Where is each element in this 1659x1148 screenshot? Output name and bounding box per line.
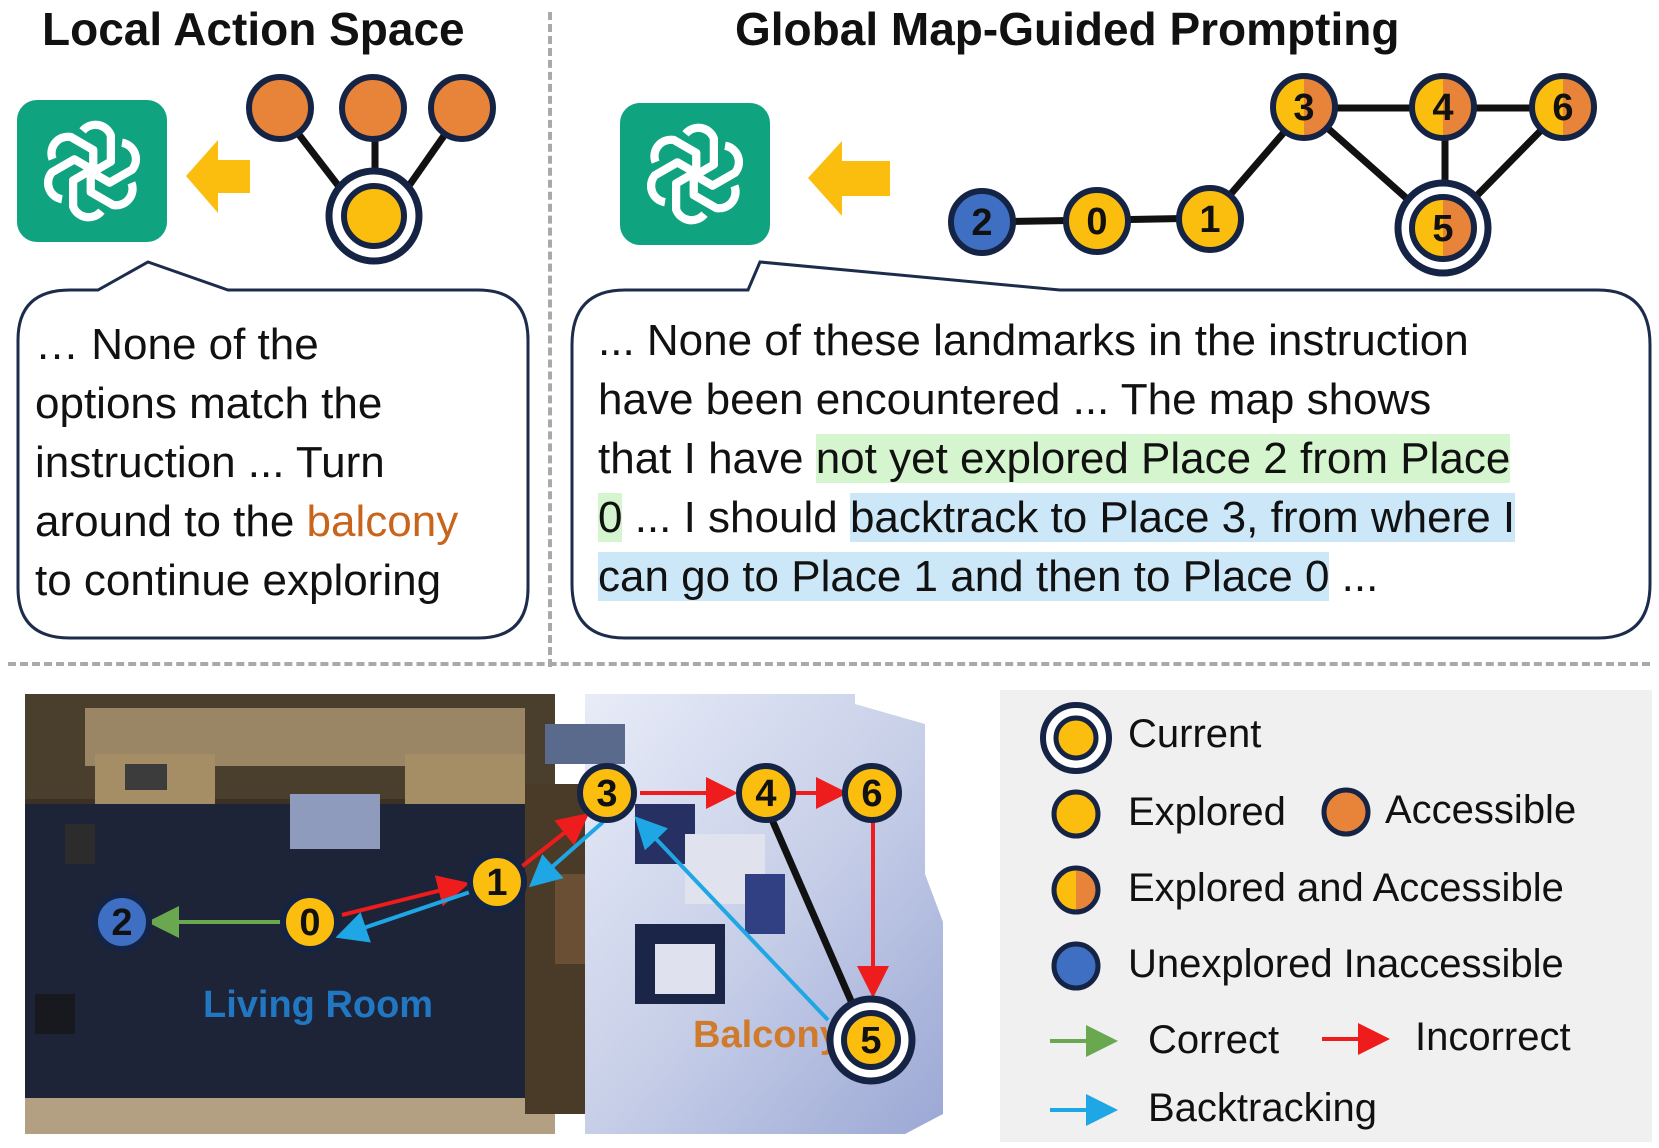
green-highlight: not yet explored Place 2 from Place (815, 434, 1511, 483)
current-node (325, 167, 423, 265)
global-graph-node-label: 0 (1086, 201, 1107, 243)
chatgpt-logo-right (620, 103, 770, 245)
scene-graph-node-label: 4 (755, 773, 776, 815)
scene-graph-node-label: 0 (299, 902, 320, 944)
right-bubble-line: 0 ... I should backtrack to Place 3, fro… (598, 488, 1516, 547)
scene-graph-node: 4 (736, 763, 796, 823)
legend-backtracking-label: Backtracking (1148, 1086, 1377, 1130)
scene-graph-node-label: 6 (861, 773, 882, 815)
scene-graph-node: 5 (826, 995, 916, 1085)
yellow-arrow-left-icon (186, 140, 250, 213)
backtracking-arrow (335, 890, 471, 943)
legend-correct-label: Correct (1148, 1018, 1280, 1062)
accessible-node (339, 74, 407, 142)
explored-edge (766, 813, 859, 1012)
legend-incorrect-label: Incorrect (1415, 1015, 1571, 1059)
global-graph-node: 6 (1529, 73, 1597, 141)
scene-graph-node-label: 3 (596, 773, 617, 815)
legend-accessible-icon (1321, 787, 1371, 837)
left-bubble-line: instruction ... Turn (35, 438, 385, 487)
global-graph-node: 3 (1270, 73, 1338, 141)
legend: Current Explored Accessible Explored and… (1000, 690, 1652, 1142)
global-graph-node-label: 2 (971, 202, 992, 244)
left-bubble-text: … None of the options match the instruct… (35, 315, 458, 610)
legend-accessible-label: Accessible (1385, 788, 1577, 832)
legend-symbols (1040, 702, 1390, 1126)
scene-graph-node-label: 2 (111, 902, 132, 944)
horizontal-divider (8, 662, 1650, 666)
accessible-node (428, 74, 496, 142)
incorrect-arrow (341, 875, 470, 917)
left-speech-bubble (16, 260, 530, 640)
global-graph-node-label: 5 (1432, 208, 1453, 250)
scene-graph-nodes: 2 0 1 3 4 6 5 (92, 763, 916, 1085)
global-graph-node-label: 6 (1552, 87, 1573, 129)
global-graph-node: 2 (948, 188, 1016, 256)
global-graph-node: 4 (1409, 73, 1477, 141)
global-graph-node-label: 4 (1432, 87, 1453, 129)
blue-highlight: backtrack to Place 3, from where I (849, 493, 1516, 542)
global-graph-nodes: 2 0 1 3 4 6 5 (948, 73, 1597, 277)
global-graph-node: 0 (1063, 187, 1131, 255)
legend-explored-accessible-icon (1051, 865, 1101, 915)
backtracking-arrow (634, 816, 830, 1022)
chatgpt-logo-left (17, 100, 167, 242)
green-highlight: 0 (598, 493, 623, 542)
global-graph-node: 5 (1394, 179, 1492, 277)
scene-graph-node: 6 (842, 763, 902, 823)
right-bubble-line4-mid: ... I should (622, 493, 850, 542)
right-bubble-line: can go to Place 1 and then to Place 0 ..… (598, 547, 1515, 606)
right-bubble-line: ... None of these landmarks in the instr… (598, 316, 1469, 365)
scene-graph-node-label: 1 (486, 862, 507, 904)
legend-unexplored-label: Unexplored Inaccessible (1128, 942, 1564, 986)
chatgpt-icon (646, 123, 744, 225)
right-bubble-line: have been encountered ... The map shows (598, 375, 1432, 424)
legend-unexplored-icon (1051, 941, 1101, 991)
global-map-guided-prompting-title: Global Map-Guided Prompting (735, 3, 1400, 55)
legend-explored-icon (1051, 789, 1101, 839)
scene-graph-node: 0 (280, 892, 340, 952)
backtracking-arrow (529, 820, 605, 888)
vertical-divider (548, 12, 552, 667)
scene-graph-node: 1 (467, 852, 527, 912)
scene-graph-node-label: 5 (860, 1020, 881, 1062)
left-bubble-line-prefix: around to the (35, 497, 307, 546)
scene-graph-node: 3 (577, 763, 637, 823)
accessible-node (246, 74, 314, 142)
global-graph-node-label: 1 (1199, 199, 1220, 241)
legend-current-icon (1040, 702, 1112, 774)
scene-graph-overlay: 2 0 1 3 4 6 5 (92, 763, 916, 1085)
global-graph-node: 1 (1176, 185, 1244, 253)
blue-highlight: can go to Place 1 and then to Place 0 (598, 552, 1330, 601)
living-room-label: Living Room (203, 984, 434, 1026)
local-action-space-title: Local Action Space (42, 3, 465, 55)
global-graph-node-label: 3 (1293, 87, 1314, 129)
right-bubble-line5-suffix: ... (1329, 552, 1379, 601)
left-bubble-line: … None of the (35, 320, 319, 369)
legend-current-label: Current (1128, 712, 1262, 756)
balcony-highlight: balcony (306, 497, 459, 546)
legend-explored-accessible-label: Explored and Accessible (1128, 866, 1564, 910)
left-bubble-line: around to the balcony (35, 492, 458, 551)
balcony-label: Balcony (693, 1014, 841, 1056)
left-bubble-line: to continue exploring (35, 556, 442, 605)
right-bubble-line: that I have not yet explored Place 2 fro… (598, 429, 1515, 488)
legend-explored-label: Explored (1128, 790, 1286, 834)
left-bubble-line: options match the (35, 379, 383, 428)
chatgpt-icon (43, 120, 141, 222)
right-bubble-text: ... None of these landmarks in the instr… (598, 311, 1516, 606)
right-bubble-line3-prefix: that I have (598, 434, 816, 483)
incorrect-arrow (518, 813, 590, 870)
yellow-arrow-right-icon (808, 141, 890, 216)
scene-graph-node: 2 (92, 892, 152, 952)
